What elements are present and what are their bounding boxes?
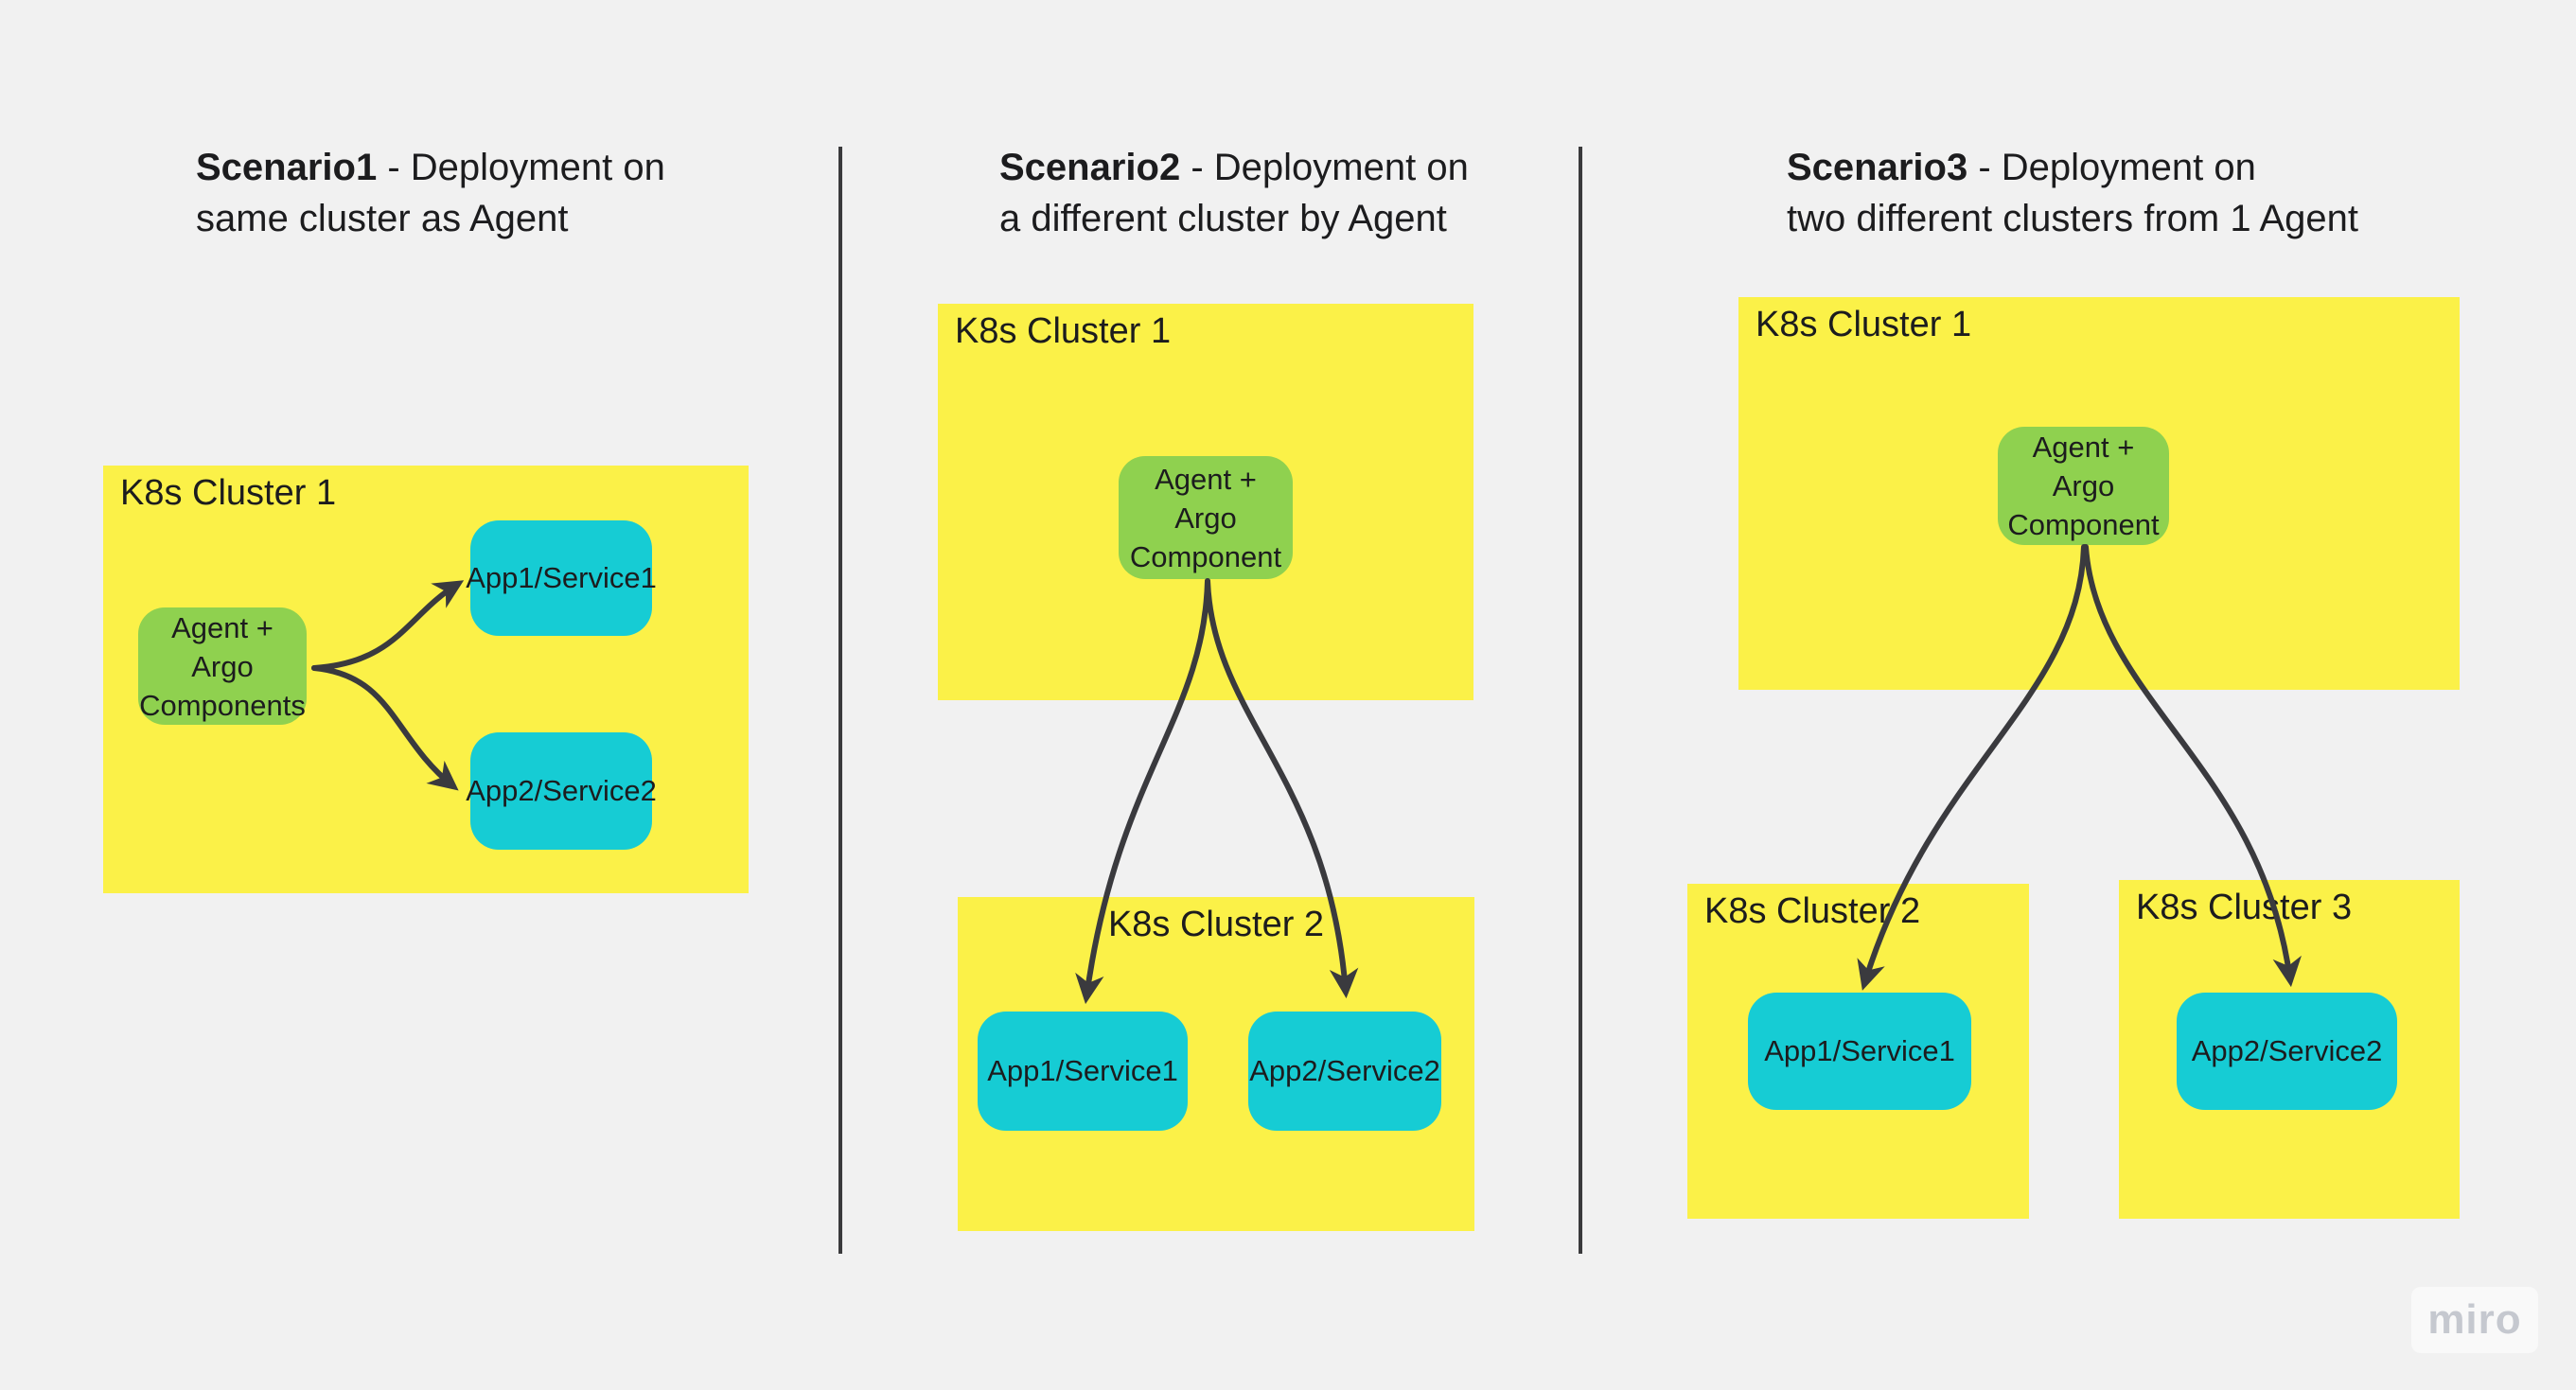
miro-logo: miro: [2427, 1296, 2522, 1343]
s3-app2-label: App2/Service2: [2191, 1034, 2383, 1067]
scenario3-title: Scenario3 - Deployment on two different …: [1787, 142, 2358, 244]
s3-agent-box[interactable]: Agent + Argo Component: [1998, 427, 2169, 545]
s1-app2-box[interactable]: App2/Service2: [466, 732, 657, 850]
s3-agent-label: Agent + Argo Component: [2007, 431, 2160, 541]
s2-app1-box[interactable]: App1/Service1: [978, 1012, 1188, 1131]
scenario2-title-bold: Scenario2: [999, 147, 1181, 188]
scenario3-title-bold: Scenario3: [1787, 147, 1968, 188]
s1-app1-label: App1/Service1: [466, 561, 657, 594]
scenario2-title: Scenario2 - Deployment on a different cl…: [999, 142, 1469, 244]
scenario3-title-line1: Scenario3 - Deployment on: [1787, 142, 2358, 193]
scenario3-title-rest: - Deployment on: [1967, 147, 2256, 188]
s2-cluster2-label: K8s Cluster 2: [1107, 905, 1325, 944]
scenario1-title-line2: same cluster as Agent: [196, 198, 569, 239]
s2-app2-box[interactable]: App2/Service2: [1248, 1012, 1441, 1131]
scenario1-title: Scenario1 - Deployment on same cluster a…: [196, 142, 665, 244]
s2-agent-box[interactable]: Agent + Argo Component: [1119, 456, 1293, 579]
s1-app1-box[interactable]: App1/Service1: [466, 520, 657, 636]
s2-app2-label: App2/Service2: [1249, 1054, 1440, 1087]
scenario1-title-rest: - Deployment on: [377, 147, 665, 188]
s2-app1-label: App1/Service1: [987, 1054, 1178, 1087]
s2-agent-label: Agent + Argo Component: [1129, 462, 1282, 573]
column-divider-2: [1579, 147, 1582, 1254]
scenario1-title-bold: Scenario1: [196, 147, 378, 188]
scenario3-title-line2: two different clusters from 1 Agent: [1787, 198, 2359, 239]
s2-cluster1-label: K8s Cluster 1: [955, 311, 1172, 351]
s3-app2-box[interactable]: App2/Service2: [2177, 993, 2397, 1110]
s1-agent-box[interactable]: Agent + Argo Components: [138, 607, 307, 725]
s1-cluster1-label: K8s Cluster 1: [120, 473, 337, 513]
scenario2-title-line2: a different cluster by Agent: [999, 198, 1447, 239]
s3-app1-label: App1/Service1: [1764, 1034, 1955, 1067]
s1-agent-label: Agent + Argo Components: [139, 610, 306, 722]
s3-app1-box[interactable]: App1/Service1: [1748, 993, 1971, 1110]
scenario1-title-line1: Scenario1 - Deployment on: [196, 142, 665, 193]
scenario2-title-rest: - Deployment on: [1180, 147, 1469, 188]
s1-app2-label: App2/Service2: [466, 774, 657, 807]
miro-watermark-badge: miro: [2411, 1287, 2538, 1353]
s3-cluster1-label: K8s Cluster 1: [1756, 305, 1972, 344]
column-divider-1: [838, 147, 842, 1254]
s3-cluster3-label: K8s Cluster 3: [2136, 888, 2353, 927]
s3-cluster2-label: K8s Cluster 2: [1704, 891, 1921, 931]
scenario2-title-line1: Scenario2 - Deployment on: [999, 142, 1469, 193]
